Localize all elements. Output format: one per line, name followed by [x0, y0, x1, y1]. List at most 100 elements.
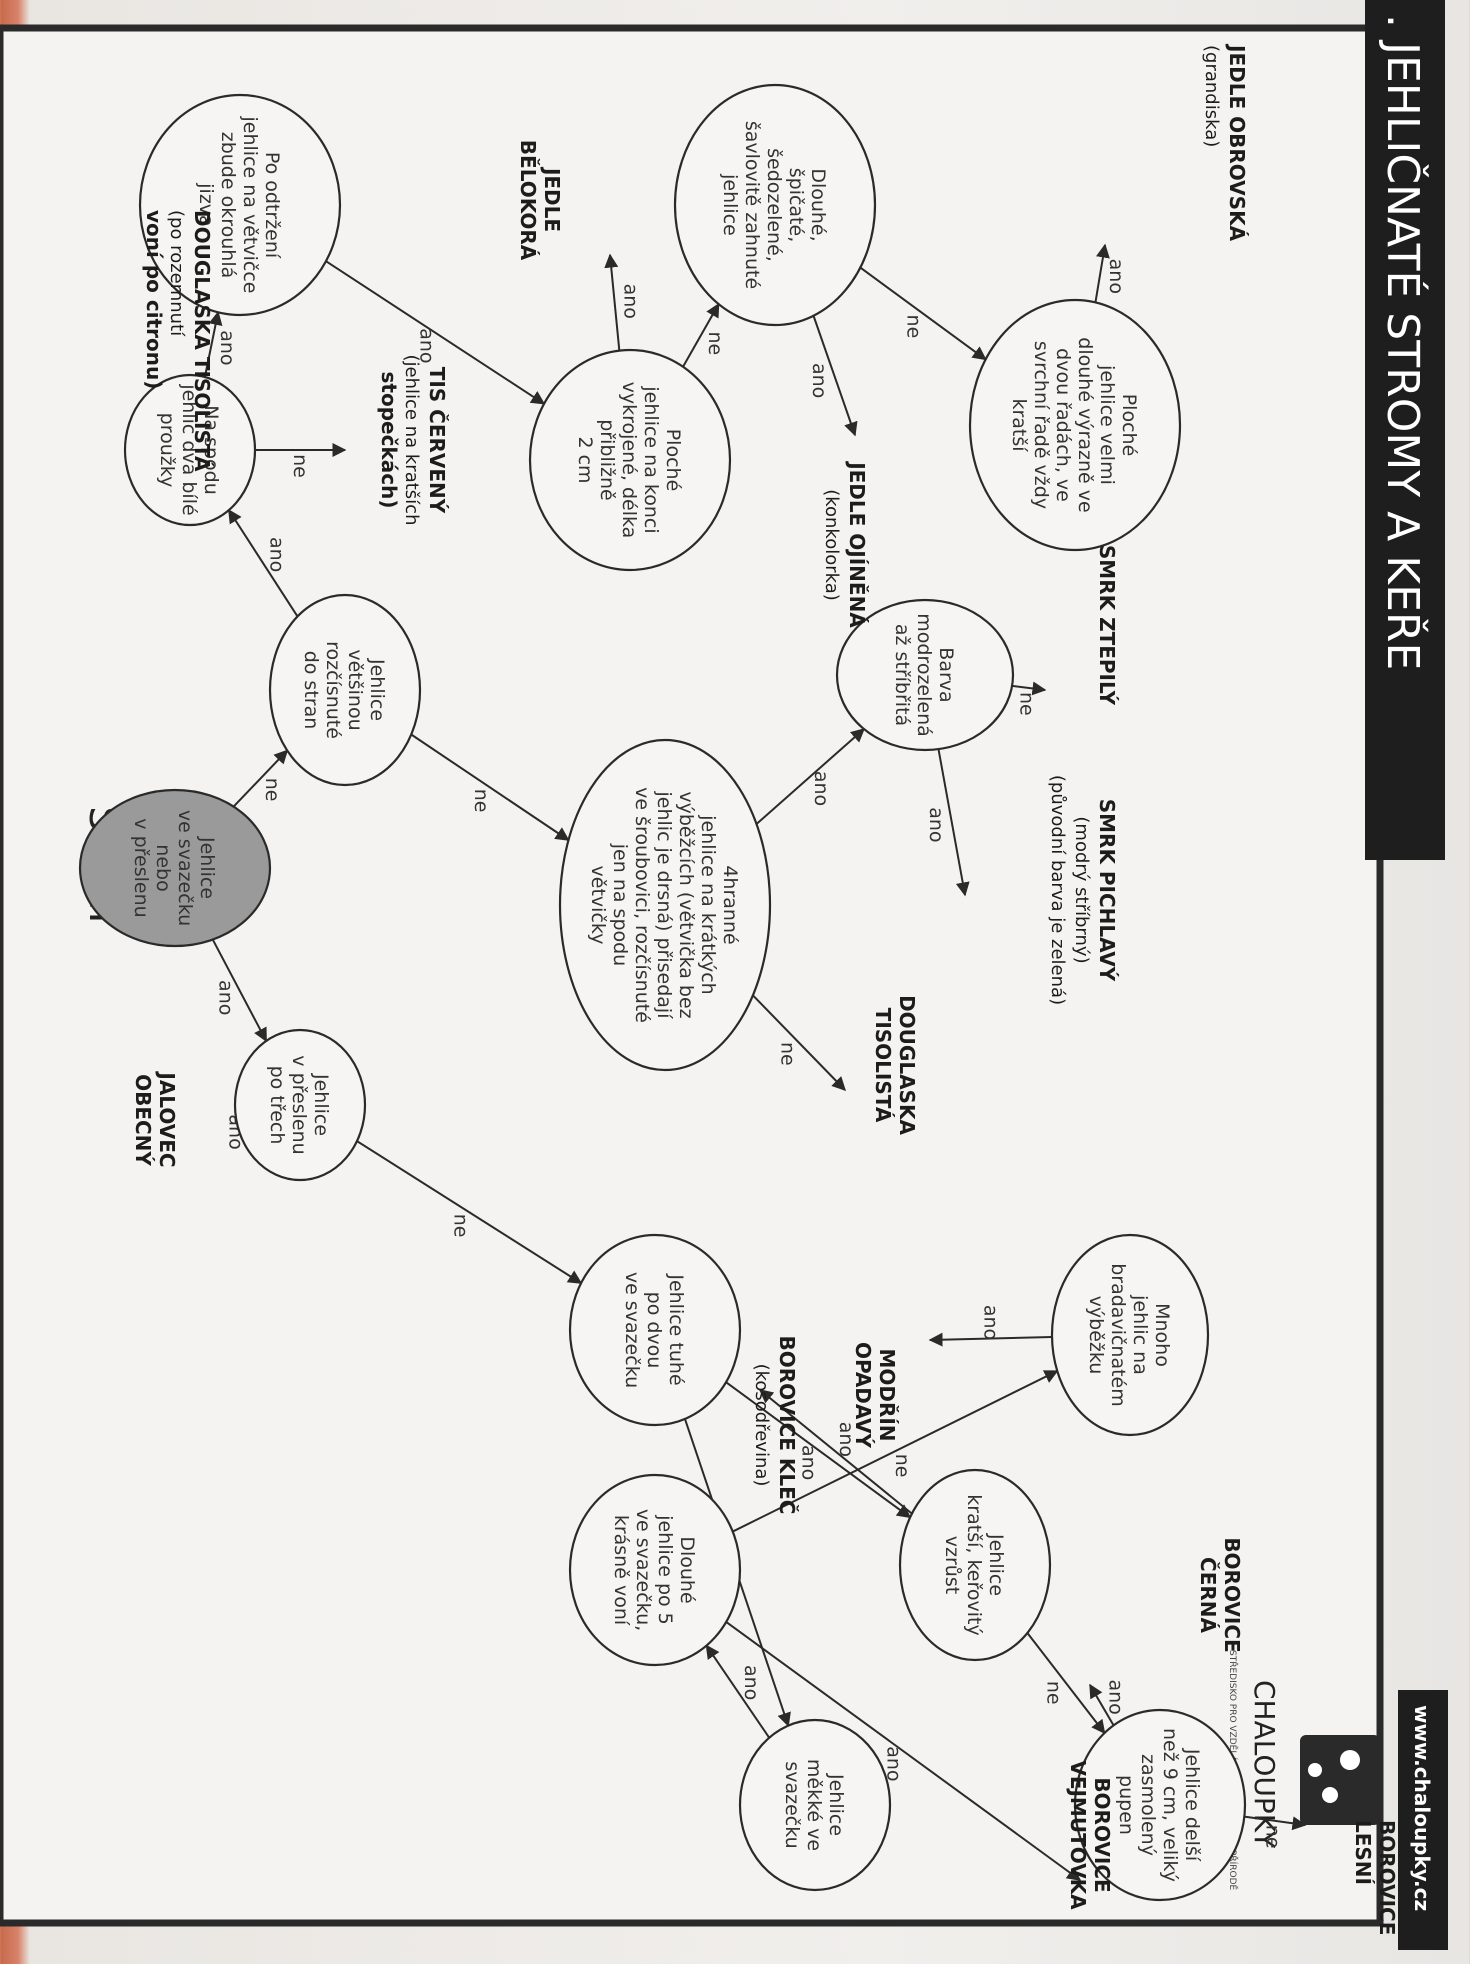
- question-text-line: 4hranné: [719, 865, 741, 944]
- result-text-line: TIS ČERVENÝ: [425, 367, 449, 514]
- question-text-line: ve svazečku: [174, 810, 196, 926]
- edge-label-yes: ano: [808, 363, 830, 398]
- edge-label-no: ne: [470, 789, 492, 813]
- question-text-line: po dvou: [643, 1292, 665, 1369]
- question-text-line: kratší: [1008, 398, 1030, 452]
- edge-label-no: ne: [704, 331, 726, 355]
- result-text-line: (grandiska): [1201, 45, 1222, 147]
- result-label: TIS ČERVENÝ(jehlice na kratšíchstopečkác…: [377, 355, 449, 526]
- question-text-line: výběžcích (větvička bez: [675, 791, 697, 1018]
- edge-label-yes: ano: [980, 1305, 1002, 1340]
- question-node: Dlouhé,špičaté,šedozelené,šavlovitě zahn…: [675, 85, 875, 325]
- question-text-line: nebo: [152, 844, 174, 891]
- question-text-line: jehlice po 5: [654, 1514, 676, 1625]
- question-text-line: měkké ve: [803, 1759, 825, 1851]
- question-text-line: rozčísnuté: [322, 641, 344, 739]
- result-text-line: (jehlice na kratších: [401, 355, 422, 526]
- result-text-line: JEDLE OJÍNĚNÁ: [845, 460, 869, 628]
- result-text-line: DOUGLASKA TISOLISTÁ: [190, 210, 214, 472]
- sheet-title: . JEHLIČNATÉ STROMY A KEŘE: [1377, 14, 1430, 670]
- edge-label-no: ne: [1042, 1681, 1064, 1705]
- result-text-line: MODŘÍN: [875, 1348, 899, 1441]
- question-text-line: až stříbřitá: [891, 624, 913, 726]
- question-text-line: po třech: [266, 1066, 288, 1145]
- question-text-line: dlouhé výrazně ve: [1074, 337, 1096, 512]
- question-text-line: větvičky: [587, 866, 609, 945]
- question-text-line: v přeslenu: [130, 818, 152, 917]
- question-text-line: zasmolený: [1137, 1754, 1159, 1856]
- edge-label-no: ne: [1261, 1825, 1283, 1849]
- edge-label-no: ne: [776, 1042, 798, 1066]
- result-text-line: (původní barva je zelená): [1047, 775, 1068, 1005]
- question-text-line: přibližně: [596, 419, 618, 500]
- edge-label-no: ne: [1016, 692, 1038, 716]
- question-text-line: jen na spodu: [609, 843, 631, 966]
- question-text-line: jehlic je drsná) přisedají: [653, 791, 675, 1020]
- rotated-sheet: . JEHLIČNATÉ STROMY A KEŘE www.chaloupky…: [0, 0, 1448, 1950]
- question-text-line: svazečku: [781, 1761, 803, 1848]
- result-text-line: stopečkách): [377, 372, 401, 509]
- question-text-line: jehlice na krátkých: [697, 814, 719, 994]
- question-text-line: jehlice: [719, 173, 741, 236]
- question-text-line: zbude okrouhlá: [217, 132, 239, 279]
- question-text-line: ve svazečku: [621, 1272, 643, 1388]
- question-text-line: šedozelené,: [763, 148, 785, 262]
- edge-label-yes: ano: [266, 537, 288, 572]
- result-text-line: BOROVICE KLEČ: [775, 1336, 799, 1515]
- result-text-line: BĚLOKORÁ: [516, 140, 540, 261]
- question-text-line: Dlouhé,: [807, 168, 829, 241]
- result-text-line: (modrý stříbrný): [1071, 816, 1092, 963]
- logo-name: CHALOUPKY: [1248, 1680, 1281, 1849]
- question-text-line: Ploché: [1118, 394, 1140, 457]
- website-url: www.chaloupky.cz: [1410, 1705, 1434, 1911]
- question-text-line: krásně voní: [610, 1515, 632, 1626]
- result-text-line: OPADAVÝ: [851, 1342, 875, 1449]
- edge-label-no: ne: [903, 315, 925, 339]
- result-text-line: DOUGLASKA: [895, 995, 919, 1135]
- edge-label-yes: ano: [740, 1665, 762, 1700]
- result-text-line: (kosodřevina): [751, 1364, 772, 1487]
- result-text-line: BOROVICE: [1220, 1537, 1244, 1652]
- house-icon: [1300, 1735, 1380, 1825]
- question-text-line: Jehlice: [310, 1073, 332, 1136]
- edge-label-yes: ano: [620, 284, 642, 319]
- edge-label-yes: ano: [810, 771, 832, 806]
- edge-label-yes: ano: [925, 807, 947, 842]
- question-text-line: většinou: [344, 649, 366, 730]
- question-text-line: Jehlice tuhé: [665, 1273, 687, 1385]
- question-text-line: Ploché: [662, 429, 684, 492]
- edge-label-yes: ano: [214, 980, 236, 1015]
- edge-label-no: ne: [891, 1454, 913, 1478]
- question-text-line: v přeslenu: [288, 1055, 310, 1154]
- question-text-line: Jehlice: [366, 658, 388, 721]
- question-text-line: jehlic na: [1129, 1294, 1151, 1375]
- edge-label-yes: ano: [1105, 1679, 1127, 1714]
- question-text-line: Jehlice: [825, 1773, 847, 1836]
- question-text-line: Jehlice: [985, 1533, 1007, 1596]
- question-text-line: Po odtržení: [261, 152, 283, 259]
- edge-label-yes: ano: [1105, 259, 1127, 294]
- result-text-line: SMRK ZTEPILÝ: [1095, 545, 1119, 706]
- result-text-line: TISOLISTÁ: [871, 1008, 895, 1123]
- result-label: SMRK ZTEPILÝ: [1095, 545, 1119, 706]
- question-text-line: vzrůst: [941, 1536, 963, 1594]
- edge-label-yes: ano: [216, 330, 238, 365]
- question-text-line: Barva: [935, 647, 957, 702]
- question-text-line: proužky: [156, 413, 178, 488]
- question-text-line: výběžku: [1085, 1296, 1107, 1375]
- question-text-line: Jehlice delší: [1181, 1748, 1203, 1862]
